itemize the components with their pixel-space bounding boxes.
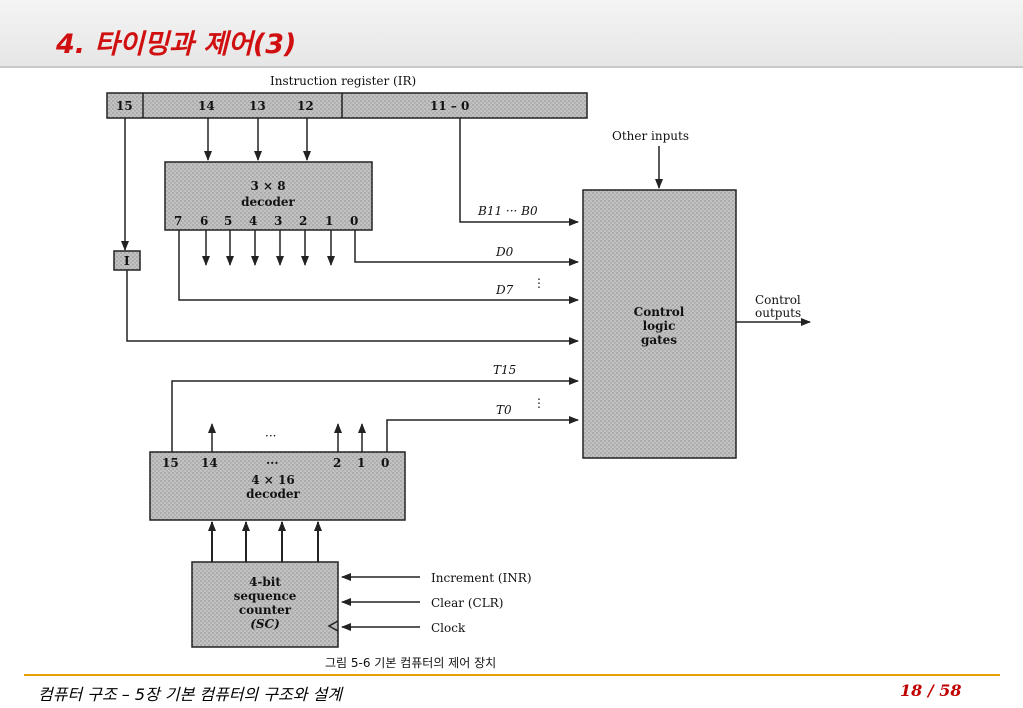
header-bar — [0, 0, 1023, 68]
decoder-3x8-out-5: 5 — [224, 214, 232, 228]
signal-t-vdots: ⋮ — [533, 396, 545, 410]
decoder-3x8-out-6: 6 — [200, 214, 208, 228]
signal-d0: D0 — [495, 245, 514, 259]
ir-bits-11-0: 11 – 0 — [430, 99, 469, 113]
control-outputs-label-1: Control — [755, 293, 801, 307]
other-inputs-label: Other inputs — [612, 129, 689, 143]
sequence-counter — [191, 561, 339, 648]
ir-bit-15: 15 — [116, 99, 133, 113]
decoder-4x16-out-1: 1 — [357, 456, 365, 470]
decoder-4x16-out-14: 14 — [201, 456, 218, 470]
decoder-3x8-label-2: decoder — [241, 195, 295, 209]
decoder-4x16-out-0: 0 — [381, 456, 389, 470]
page-number: 18 / 58 — [900, 681, 962, 700]
decoder-4x16-out-15: 15 — [162, 456, 179, 470]
decoder-4x16-label-2: decoder — [246, 487, 300, 501]
ir-bit-12: 12 — [297, 99, 314, 113]
counter-input-inr: Increment (INR) — [431, 571, 532, 585]
control-logic-gates — [582, 189, 737, 459]
decoder-3x8-out-7: 7 — [174, 214, 182, 228]
counter-label-4: (SC) — [250, 617, 280, 631]
footer-text: 컴퓨터 구조 – 5장 기본 컴퓨터의 구조와 설계 — [38, 685, 343, 704]
decoder-4x16-out-2: 2 — [333, 456, 341, 470]
ir-bit-14: 14 — [198, 99, 215, 113]
signal-t15: T15 — [493, 363, 516, 377]
control-gates-label-3: gates — [641, 333, 677, 347]
decoder-4x16-top-ellipsis: ··· — [265, 429, 276, 443]
signal-d-vdots: ⋮ — [533, 276, 545, 290]
control-gates-label-2: logic — [643, 319, 676, 333]
decoder-4x16-out-ellipsis: ··· — [266, 456, 279, 470]
ir-bit-13: 13 — [249, 99, 266, 113]
ir-title: Instruction register (IR) — [270, 74, 416, 88]
signal-b11-b0: B11 ··· B0 — [477, 204, 538, 218]
decoder-3x8-label-1: 3 × 8 — [250, 179, 285, 193]
decoder-3x8 — [164, 161, 373, 231]
control-gates-label-1: Control — [634, 305, 685, 319]
decoder-3x8-out-4: 4 — [249, 214, 257, 228]
decoder-3x8-out-1: 1 — [325, 214, 333, 228]
counter-label-2: sequence — [234, 589, 297, 603]
counter-input-clr: Clear (CLR) — [431, 596, 503, 610]
signal-t0: T0 — [496, 403, 512, 417]
decoder-3x8-out-3: 3 — [274, 214, 282, 228]
decoder-3x8-out-2: 2 — [299, 214, 307, 228]
slide-title: 4. 타이밍과 제어(3) — [56, 29, 297, 60]
counter-label-1: 4-bit — [249, 575, 281, 589]
flipflop-i-label: I — [124, 254, 130, 268]
signal-d7: D7 — [495, 283, 514, 297]
decoder-4x16 — [149, 451, 406, 521]
counter-input-clock: Clock — [431, 621, 466, 635]
counter-label-3: counter — [239, 603, 292, 617]
ir-register — [106, 92, 588, 119]
decoder-3x8-out-0: 0 — [350, 214, 358, 228]
figure-caption: 그림 5-6 기본 컴퓨터의 제어 장치 — [325, 656, 496, 670]
footer-line — [24, 674, 1000, 676]
decoder-4x16-label-1: 4 × 16 — [251, 473, 294, 487]
control-outputs-label-2: outputs — [755, 306, 801, 320]
